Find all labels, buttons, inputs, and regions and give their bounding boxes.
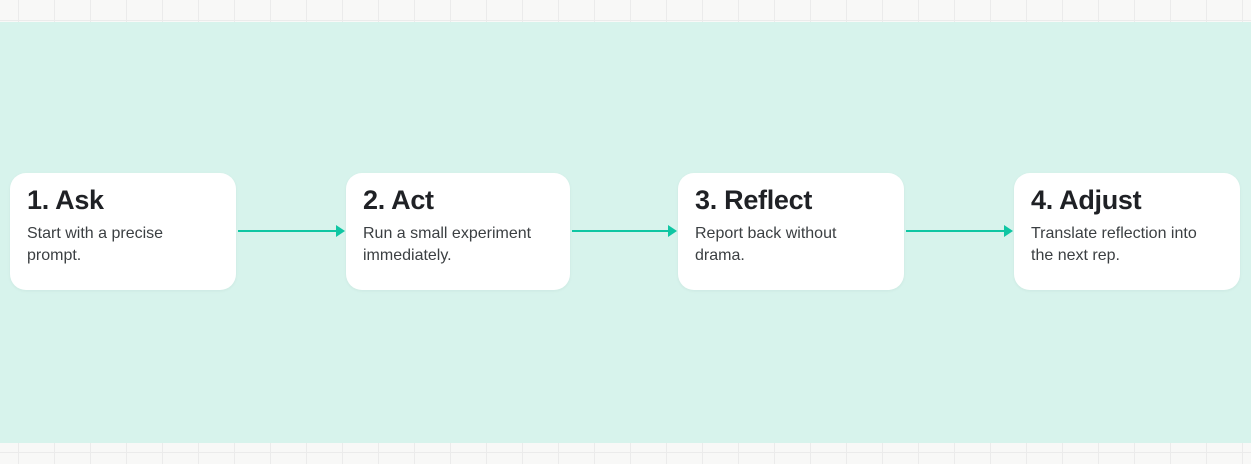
step-card-reflect[interactable]: 3. Reflect Report back without drama. [678,173,904,290]
step-title: 1. Ask [27,185,104,215]
connector-arrow-3[interactable] [906,225,1013,237]
step-card-ask[interactable]: 1. Ask Start with a precise prompt. [10,173,236,290]
arrowhead-icon [1004,225,1013,237]
step-title: 3. Reflect [695,185,813,215]
step-card-act[interactable]: 2. Act Run a small experiment immediatel… [346,173,570,290]
step-description: Report back without drama. [695,224,837,264]
connector-arrow-2[interactable] [572,225,677,237]
step-title: 2. Act [363,185,434,215]
step-description: Run a small experiment immediately. [363,224,532,264]
connector-arrow-1[interactable] [238,225,345,237]
step-card-adjust[interactable]: 4. Adjust Translate reflection into the … [1014,173,1240,290]
arrowhead-icon [336,225,345,237]
step-description: Start with a precise prompt. [27,224,164,264]
step-description: Translate reflection into the next rep. [1031,224,1197,264]
step-title: 4. Adjust [1031,185,1142,215]
arrowhead-icon [668,225,677,237]
